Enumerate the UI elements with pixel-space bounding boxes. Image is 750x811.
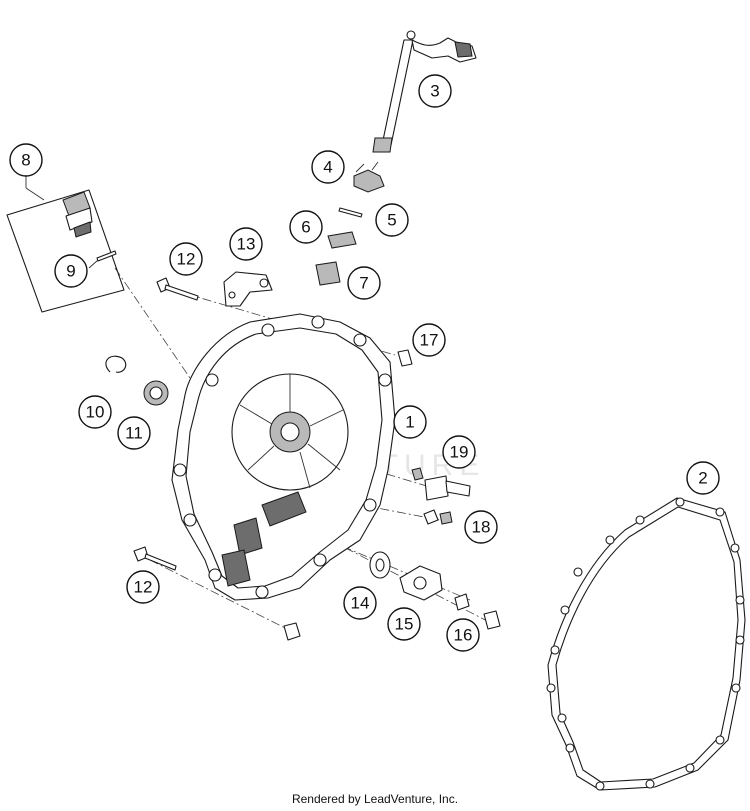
svg-text:5: 5: [387, 211, 396, 230]
dowel-17: [397, 349, 413, 367]
callout-8: 8: [9, 143, 43, 177]
callout-2: 2: [686, 461, 720, 495]
bolt-lower-12: [133, 546, 301, 641]
sensor-part-3: [372, 30, 477, 153]
svg-text:4: 4: [323, 158, 332, 177]
svg-text:13: 13: [237, 235, 256, 254]
gasket-bolt-holes: [546, 497, 745, 791]
callout-5: 5: [375, 203, 409, 237]
footer-credit: Rendered by LeadVenture, Inc.: [291, 792, 459, 806]
callout-17: 17: [412, 323, 446, 357]
svg-text:12: 12: [177, 250, 196, 269]
circlip-and-seal: [105, 355, 169, 406]
callout-3: 3: [418, 74, 452, 108]
callout-14: 14: [343, 586, 377, 620]
svg-text:15: 15: [395, 615, 414, 634]
svg-text:3: 3: [430, 82, 439, 101]
callout-15: 15: [387, 607, 421, 641]
callout-9: 9: [54, 254, 88, 288]
clutch-cover: [171, 313, 396, 601]
callout-12-lower: 12: [126, 570, 160, 604]
svg-text:2: 2: [698, 469, 707, 488]
svg-text:16: 16: [454, 626, 473, 645]
callout-10: 10: [78, 395, 112, 429]
callout-6: 6: [289, 210, 323, 244]
svg-text:19: 19: [450, 443, 469, 462]
callout-18: 18: [464, 510, 498, 544]
callout-7: 7: [347, 266, 381, 300]
svg-text:10: 10: [86, 403, 105, 422]
svg-text:11: 11: [125, 424, 143, 443]
svg-text:18: 18: [472, 518, 491, 537]
bolt-18: [423, 509, 453, 525]
callout-11: 11: [117, 416, 151, 450]
callout-16: 16: [446, 618, 480, 652]
callout-13: 13: [229, 227, 263, 261]
bracket-13: [223, 271, 273, 307]
filler-plug-group: [6, 175, 125, 313]
callout-1: 1: [393, 405, 427, 439]
svg-text:1: 1: [405, 413, 414, 432]
bolt-upper-12: [156, 277, 199, 301]
svg-text:6: 6: [301, 218, 310, 237]
svg-text:8: 8: [21, 151, 30, 170]
svg-text:17: 17: [420, 331, 439, 350]
gasket: [546, 497, 746, 791]
shaft-19: [411, 467, 471, 501]
svg-text:9: 9: [66, 262, 75, 281]
svg-text:7: 7: [359, 274, 368, 293]
callout-19: 19: [442, 435, 476, 469]
callout-4: 4: [311, 150, 345, 184]
parts-14-15-16: [369, 551, 501, 630]
svg-text:12: 12: [134, 578, 153, 597]
callout-12-upper: 12: [169, 242, 203, 276]
small-parts: [315, 161, 385, 286]
svg-text:14: 14: [351, 594, 370, 613]
